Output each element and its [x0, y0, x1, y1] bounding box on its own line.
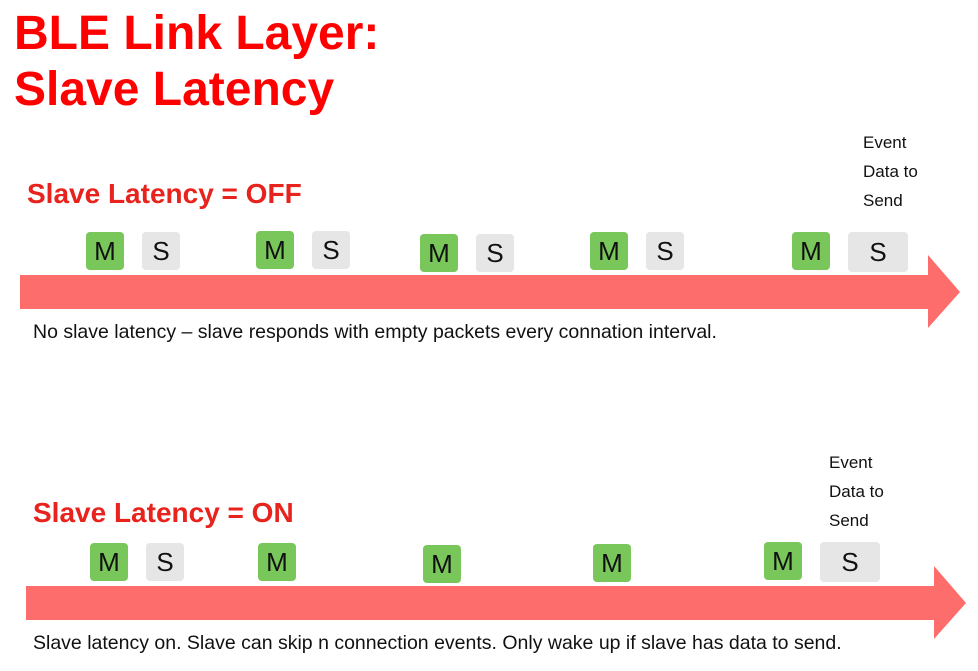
section-heading-off: Slave Latency = OFF — [27, 178, 302, 209]
page-title: BLE Link Layer: Slave Latency — [14, 6, 379, 118]
slave-packet: S — [142, 232, 180, 270]
page-title-line1: BLE Link Layer: — [14, 7, 380, 60]
section-caption-on: Slave latency on. Slave can skip n conne… — [33, 632, 842, 654]
master-packet: M — [590, 232, 628, 270]
slave-packet: S — [646, 232, 684, 270]
master-packet: M — [764, 542, 802, 580]
section-caption-off: No slave latency – slave responds with e… — [33, 321, 717, 343]
slave-packet: S — [146, 543, 184, 581]
master-packet: M — [258, 543, 296, 581]
timeline-arrow-on — [26, 566, 966, 639]
event-note-line3: Send — [863, 191, 903, 210]
slave-packet: S — [476, 234, 514, 272]
master-packet: M — [423, 545, 461, 583]
event-note-off: Event Data to Send — [863, 128, 918, 215]
master-packet: M — [420, 234, 458, 272]
master-packet: M — [593, 544, 631, 582]
event-note-on: Event Data to Send — [829, 448, 884, 535]
event-note-line1: Event — [829, 453, 873, 472]
timeline-arrow-off — [20, 255, 960, 328]
section-heading-on: Slave Latency = ON — [33, 497, 294, 528]
slave-data-packet: S — [848, 232, 908, 272]
master-packet: M — [90, 543, 128, 581]
master-packet: M — [86, 232, 124, 270]
event-note-line1: Event — [863, 133, 907, 152]
slave-packet: S — [312, 231, 350, 269]
master-packet: M — [792, 232, 830, 270]
event-note-line3: Send — [829, 511, 869, 530]
master-packet: M — [256, 231, 294, 269]
event-note-line2: Data to — [863, 162, 918, 181]
slave-data-packet: S — [820, 542, 880, 582]
event-note-line2: Data to — [829, 482, 884, 501]
page-title-line2: Slave Latency — [14, 63, 335, 116]
